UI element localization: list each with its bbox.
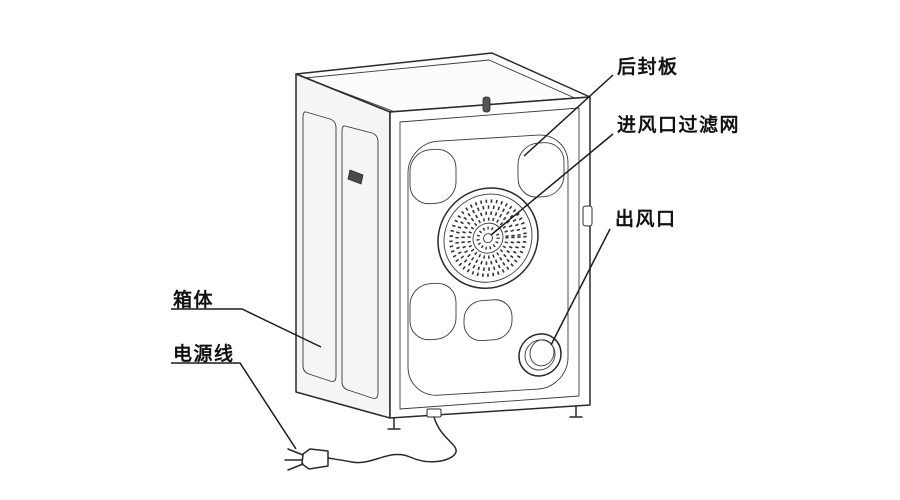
cabinet-side-panel — [295, 73, 391, 419]
label-rear-panel: 后封板 — [617, 57, 679, 78]
leader-line-cabinet — [171, 308, 322, 348]
left-foot — [387, 417, 401, 430]
leader-line-air-outlet — [550, 228, 611, 346]
air-outlet-port — [518, 333, 562, 377]
leader-line-power-cord — [171, 362, 297, 450]
label-power-cord: 电源线 — [173, 344, 235, 365]
leader-line-rear-panel — [523, 74, 614, 157]
rear-panel-stamping — [407, 134, 569, 396]
rear-panel — [389, 96, 591, 419]
power-plug — [284, 448, 329, 471]
machine-body — [295, 52, 593, 430]
right-edge-bracket — [582, 205, 593, 227]
leader-line-inlet-filter — [490, 133, 614, 236]
label-inlet-filter: 进风口过滤网 — [617, 115, 741, 136]
bottom-bracket — [426, 408, 442, 418]
label-cabinet: 箱体 — [173, 290, 215, 311]
label-air-outlet: 出风口 — [615, 209, 677, 230]
side-handle-detail — [347, 169, 364, 185]
inlet-filter-grille — [437, 187, 539, 289]
top-hinge-bolt — [482, 96, 491, 113]
right-foot — [569, 405, 583, 418]
leader-lines — [171, 74, 614, 450]
power-cord — [284, 416, 457, 471]
